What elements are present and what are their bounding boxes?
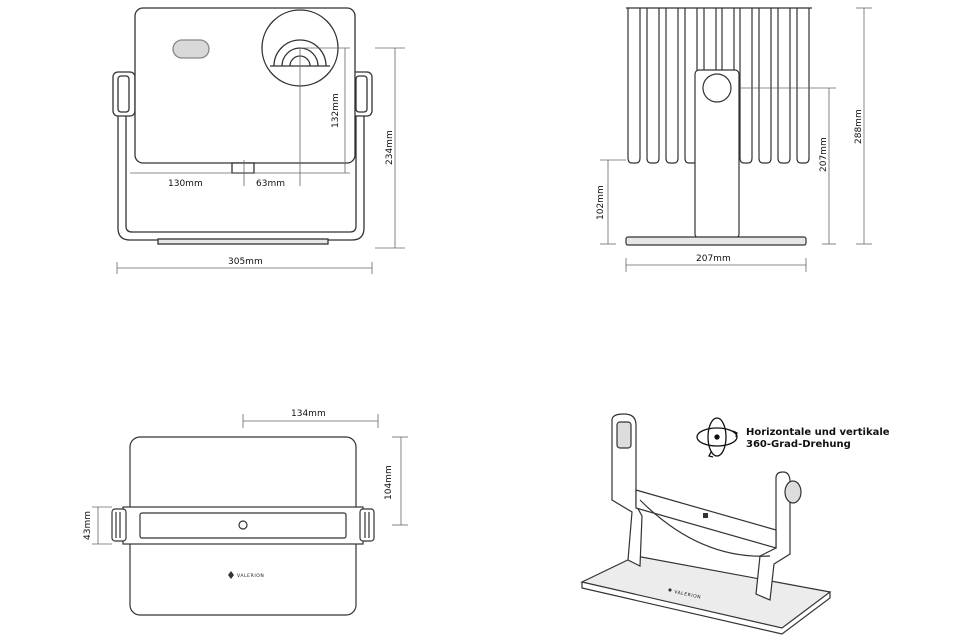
- front-dim-lens-height: 132mm: [331, 93, 341, 128]
- perspective-left-arm: [611, 413, 643, 567]
- side-dim-total-height: 288mm: [854, 109, 864, 144]
- perspective-base-plate: [580, 555, 832, 629]
- perspective-brand-logo-icon: [668, 588, 672, 592]
- front-dim-height-total: 234mm: [385, 130, 395, 165]
- top-brand-logo-icon: [228, 571, 234, 579]
- 360-rotation-icon: [696, 417, 738, 458]
- rotation-callout-line2: 360-Grad-Drehung: [746, 439, 851, 450]
- top-dim-lens-offset: 134mm: [291, 409, 326, 419]
- side-pivot-knob: [702, 73, 732, 103]
- side-dim-base-width: 207mm: [696, 254, 731, 264]
- front-base-plate: [157, 238, 329, 245]
- top-dimensions: [92, 414, 408, 545]
- perspective-right-arm: [755, 471, 791, 601]
- top-right-knob: [359, 508, 375, 542]
- rotation-callout-line1: Horizontale und vertikale: [746, 427, 890, 438]
- front-dim-width-total: 305mm: [228, 257, 263, 267]
- front-stand-bracket-inner: [125, 80, 357, 233]
- top-brand-label: VALERION: [237, 573, 264, 579]
- perspective-brand-label: VALERION: [674, 589, 702, 601]
- side-dim-base-to-pivot: 102mm: [596, 185, 606, 220]
- top-dim-depth: 104mm: [384, 465, 394, 500]
- front-dim-lens-right: 63mm: [256, 179, 285, 189]
- front-left-knob: [112, 71, 136, 117]
- top-left-knob: [111, 508, 127, 542]
- top-view: [111, 436, 375, 616]
- front-dimensions: [116, 47, 405, 274]
- side-base-plate: [625, 236, 807, 246]
- side-heat-fins: [627, 8, 810, 164]
- side-view: [625, 7, 812, 246]
- top-dim-handle-depth: 43mm: [83, 511, 93, 540]
- front-sensor-window: [172, 39, 210, 59]
- front-dim-lens-left: 130mm: [168, 179, 203, 189]
- front-bottom-tab: [231, 162, 255, 174]
- perspective-view: [580, 413, 832, 635]
- perspective-crossbar: [635, 489, 777, 549]
- side-dimensions: [600, 7, 872, 272]
- top-center-button: [238, 520, 248, 530]
- side-dim-body-height: 207mm: [819, 137, 829, 172]
- perspective-right-knob: [784, 480, 802, 504]
